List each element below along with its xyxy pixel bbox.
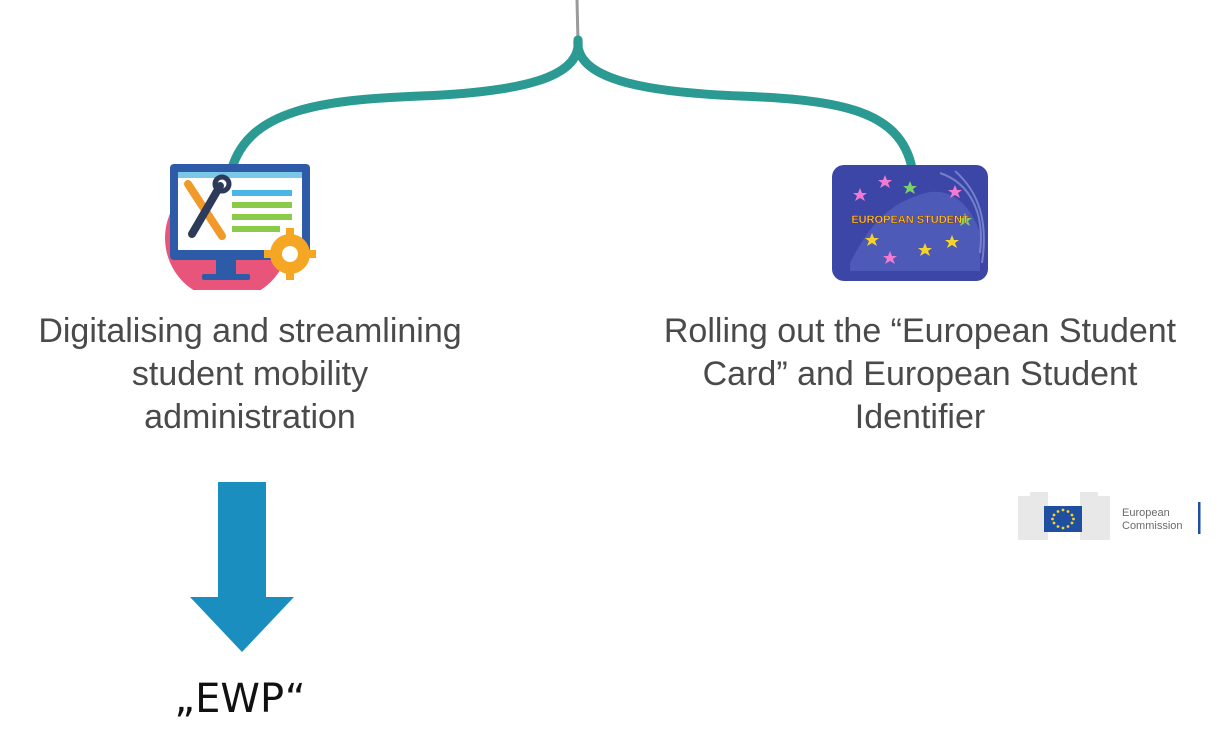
european-student-card-icon: EUROPEAN STUDENT [830, 163, 990, 283]
stem-line [575, 0, 580, 43]
right-caption-line-1: Rolling out the “European Student [663, 312, 1177, 350]
right-caption: Rolling out the “European Student Card” … [620, 310, 1220, 439]
ec-logo-line-1: European [1122, 507, 1170, 519]
card-title: EUROPEAN STUDENT [851, 214, 969, 226]
left-caption: Digitalising and streamlining student mo… [0, 310, 500, 439]
right-caption-line-2: Card” and European Student [702, 355, 1138, 393]
left-caption-line-2: student mobility [131, 355, 369, 393]
left-caption-line-1: Digitalising and streamlining [38, 312, 462, 350]
european-commission-logo: European Commission [1018, 488, 1208, 544]
ec-logo-line-2: Commission [1122, 520, 1183, 532]
branch-right-line [573, 35, 917, 173]
left-caption-line-3: administration [144, 398, 356, 436]
branch-left-line [227, 35, 583, 173]
right-caption-line-3: Identifier [854, 398, 986, 436]
monitor-tools-gear-icon [152, 150, 317, 300]
down-arrow-icon [190, 482, 294, 652]
result-label: „EWP“ [174, 676, 306, 722]
